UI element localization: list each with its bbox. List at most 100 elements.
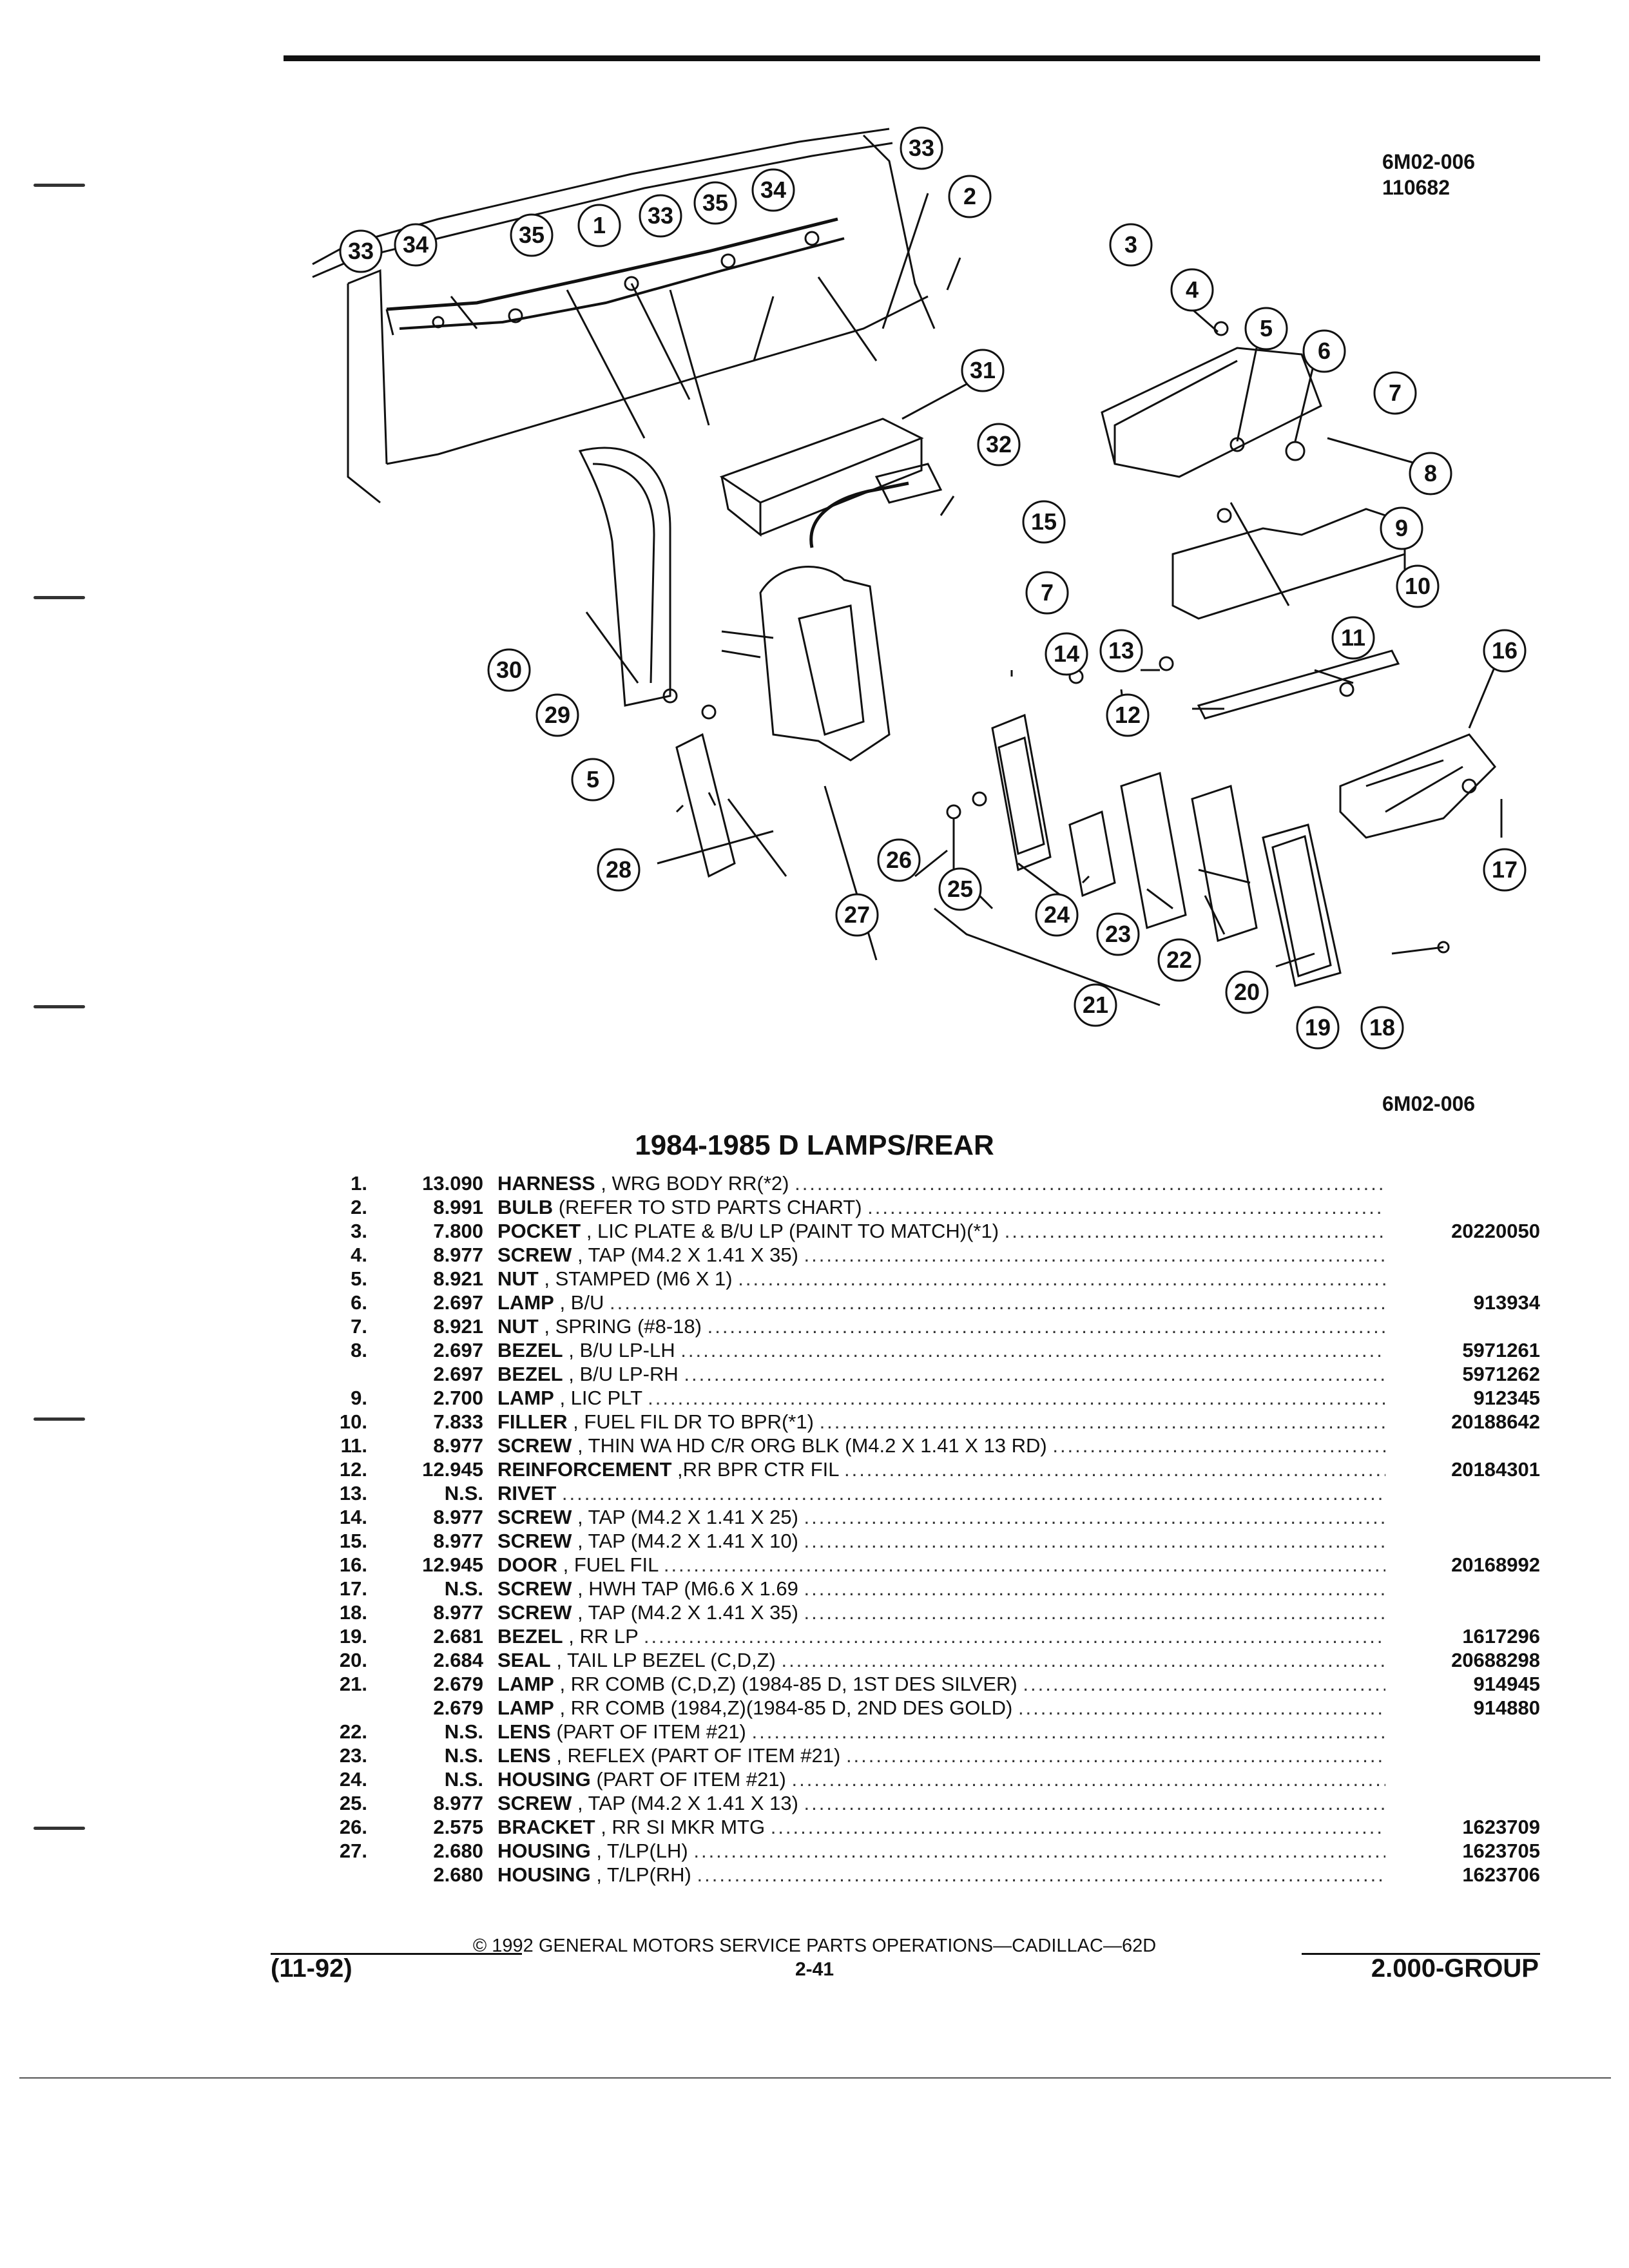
group-code: 8.977 [433,1506,483,1528]
part-description: LAMP , RR COMB (1984,Z)(1984-85 D, 2ND D… [497,1696,1385,1720]
callout-34: 34 [394,223,438,267]
svg-text:11: 11 [1341,624,1365,651]
part-name: NUT [497,1267,539,1290]
part-detail: , TAIL LP BEZEL (C,D,Z) [556,1649,776,1671]
part-number: 5971262 [1462,1363,1540,1385]
top-rule [284,55,1540,61]
part-description: LAMP , B/U .............................… [497,1291,1385,1314]
part-number: 5971261 [1462,1339,1540,1361]
item-number: 3. [351,1220,367,1242]
part-name: SCREW [497,1244,572,1266]
page-number: 2-41 [795,1959,834,1980]
group-code: 8.977 [433,1792,483,1814]
part-description: SCREW , HWH TAP (M6.6 X 1.69 ...........… [497,1577,1385,1600]
group-code: N.S. [444,1768,483,1791]
group-code: 8.921 [433,1267,483,1290]
leader-dots: ........................................… [643,1625,1385,1648]
part-name: LENS [497,1744,551,1767]
item-number: 15. [339,1530,367,1552]
group-code: 8.977 [433,1530,483,1552]
part-detail: , HWH TAP (M6.6 X 1.69 [577,1577,798,1600]
part-number [1385,1195,1540,1219]
parts-row: 13.N.S.RIVET ...........................… [309,1481,1540,1505]
leader-dots: ........................................… [843,1458,1385,1481]
part-name: SCREW [497,1601,572,1624]
callout-28: 28 [597,848,641,892]
leader-dots: ........................................… [1052,1434,1385,1457]
callout-18: 18 [1360,1006,1404,1050]
part-detail: , FUEL FIL [563,1553,659,1576]
fuel-door-16 [1339,733,1497,839]
part-number [1385,1434,1540,1457]
item-number [309,1696,367,1720]
item-number: 9. [351,1387,367,1409]
item-number [309,1362,367,1386]
part-detail: , T/LP(LH) [596,1840,688,1862]
item-number: 4. [351,1244,367,1266]
punch-mark [34,1005,85,1008]
part-description: HARNESS , WRG BODY RR(*2) ..............… [497,1171,1385,1195]
item-number: 6. [351,1291,367,1314]
part-number [1385,1505,1540,1529]
callout-3: 3 [1109,223,1153,267]
callout-4: 4 [1170,268,1214,312]
part-number [1385,1529,1540,1553]
callout-31: 31 [961,349,1005,392]
figure-code: 6M02-006 [1382,150,1476,173]
leader-dots: ........................................… [804,1244,1385,1266]
svg-text:13: 13 [1108,637,1134,664]
part-name: RIVET [497,1482,557,1504]
figure-date: 110682 [1382,176,1451,199]
part-description: SEAL , TAIL LP BEZEL (C,D,Z) ...........… [497,1648,1385,1672]
leader-dots: ........................................… [561,1482,1385,1504]
part-description: BEZEL , B/U LP-LH ......................… [497,1338,1385,1362]
punch-mark [34,1827,85,1830]
group-code: N.S. [444,1744,483,1767]
part-detail: , B/U LP-LH [568,1339,675,1361]
leader-dots: ........................................… [791,1768,1386,1791]
part-description: SCREW , TAP (M4.2 X 1.41 X 10) .........… [497,1529,1385,1553]
callout-19: 19 [1296,1006,1340,1050]
parts-row: 23.N.S.LENS , REFLEX (PART OF ITEM #21) … [309,1744,1540,1767]
parts-row: 15. 8.977 SCREW , TAP (M4.2 X 1.41 X 10) .… [309,1529,1540,1553]
item-number: 19. [339,1625,367,1648]
svg-text:15: 15 [1031,508,1057,535]
part-description: DOOR , FUEL FIL ........................… [497,1553,1385,1577]
item-number: 8. [351,1339,367,1361]
group-code: 2.679 [433,1696,483,1719]
filler-10 [1171,508,1406,620]
leader-dots: ........................................… [738,1267,1385,1290]
group-code: 8.921 [433,1315,483,1338]
callout-7: 7 [1373,371,1417,415]
part-name: LAMP [497,1387,554,1409]
seal-20 [1191,785,1258,942]
part-number [1385,1267,1540,1291]
part-description: RIVET ..................................… [497,1481,1385,1505]
item-number: 5. [351,1267,367,1290]
part-name: BULB [497,1196,554,1218]
group-code: 2.700 [433,1387,483,1409]
svg-text:7: 7 [1041,579,1054,606]
part-detail: , TAP (M4.2 X 1.41 X 10) [577,1530,798,1552]
group-code: 7.800 [433,1220,483,1242]
callout-22: 22 [1157,938,1201,982]
svg-text:12: 12 [1115,702,1141,728]
exploded-parts-diagram: 33 34 35 1 33 35 34 33 2 3 4 5 6 7 8 9 1… [312,126,1527,1050]
bezel-19 [1262,823,1342,987]
group-code: 12.945 [422,1458,483,1481]
item-number: 26. [339,1816,367,1838]
callout-34b: 34 [751,168,795,212]
footer-rule-left [271,1953,522,1955]
punch-mark [34,1418,85,1421]
svg-text:27: 27 [844,901,870,928]
bottom-rule [19,2077,1611,2079]
group-bracket-21 [934,907,1161,1006]
group-code: N.S. [444,1577,483,1600]
svg-text:33: 33 [648,202,673,229]
